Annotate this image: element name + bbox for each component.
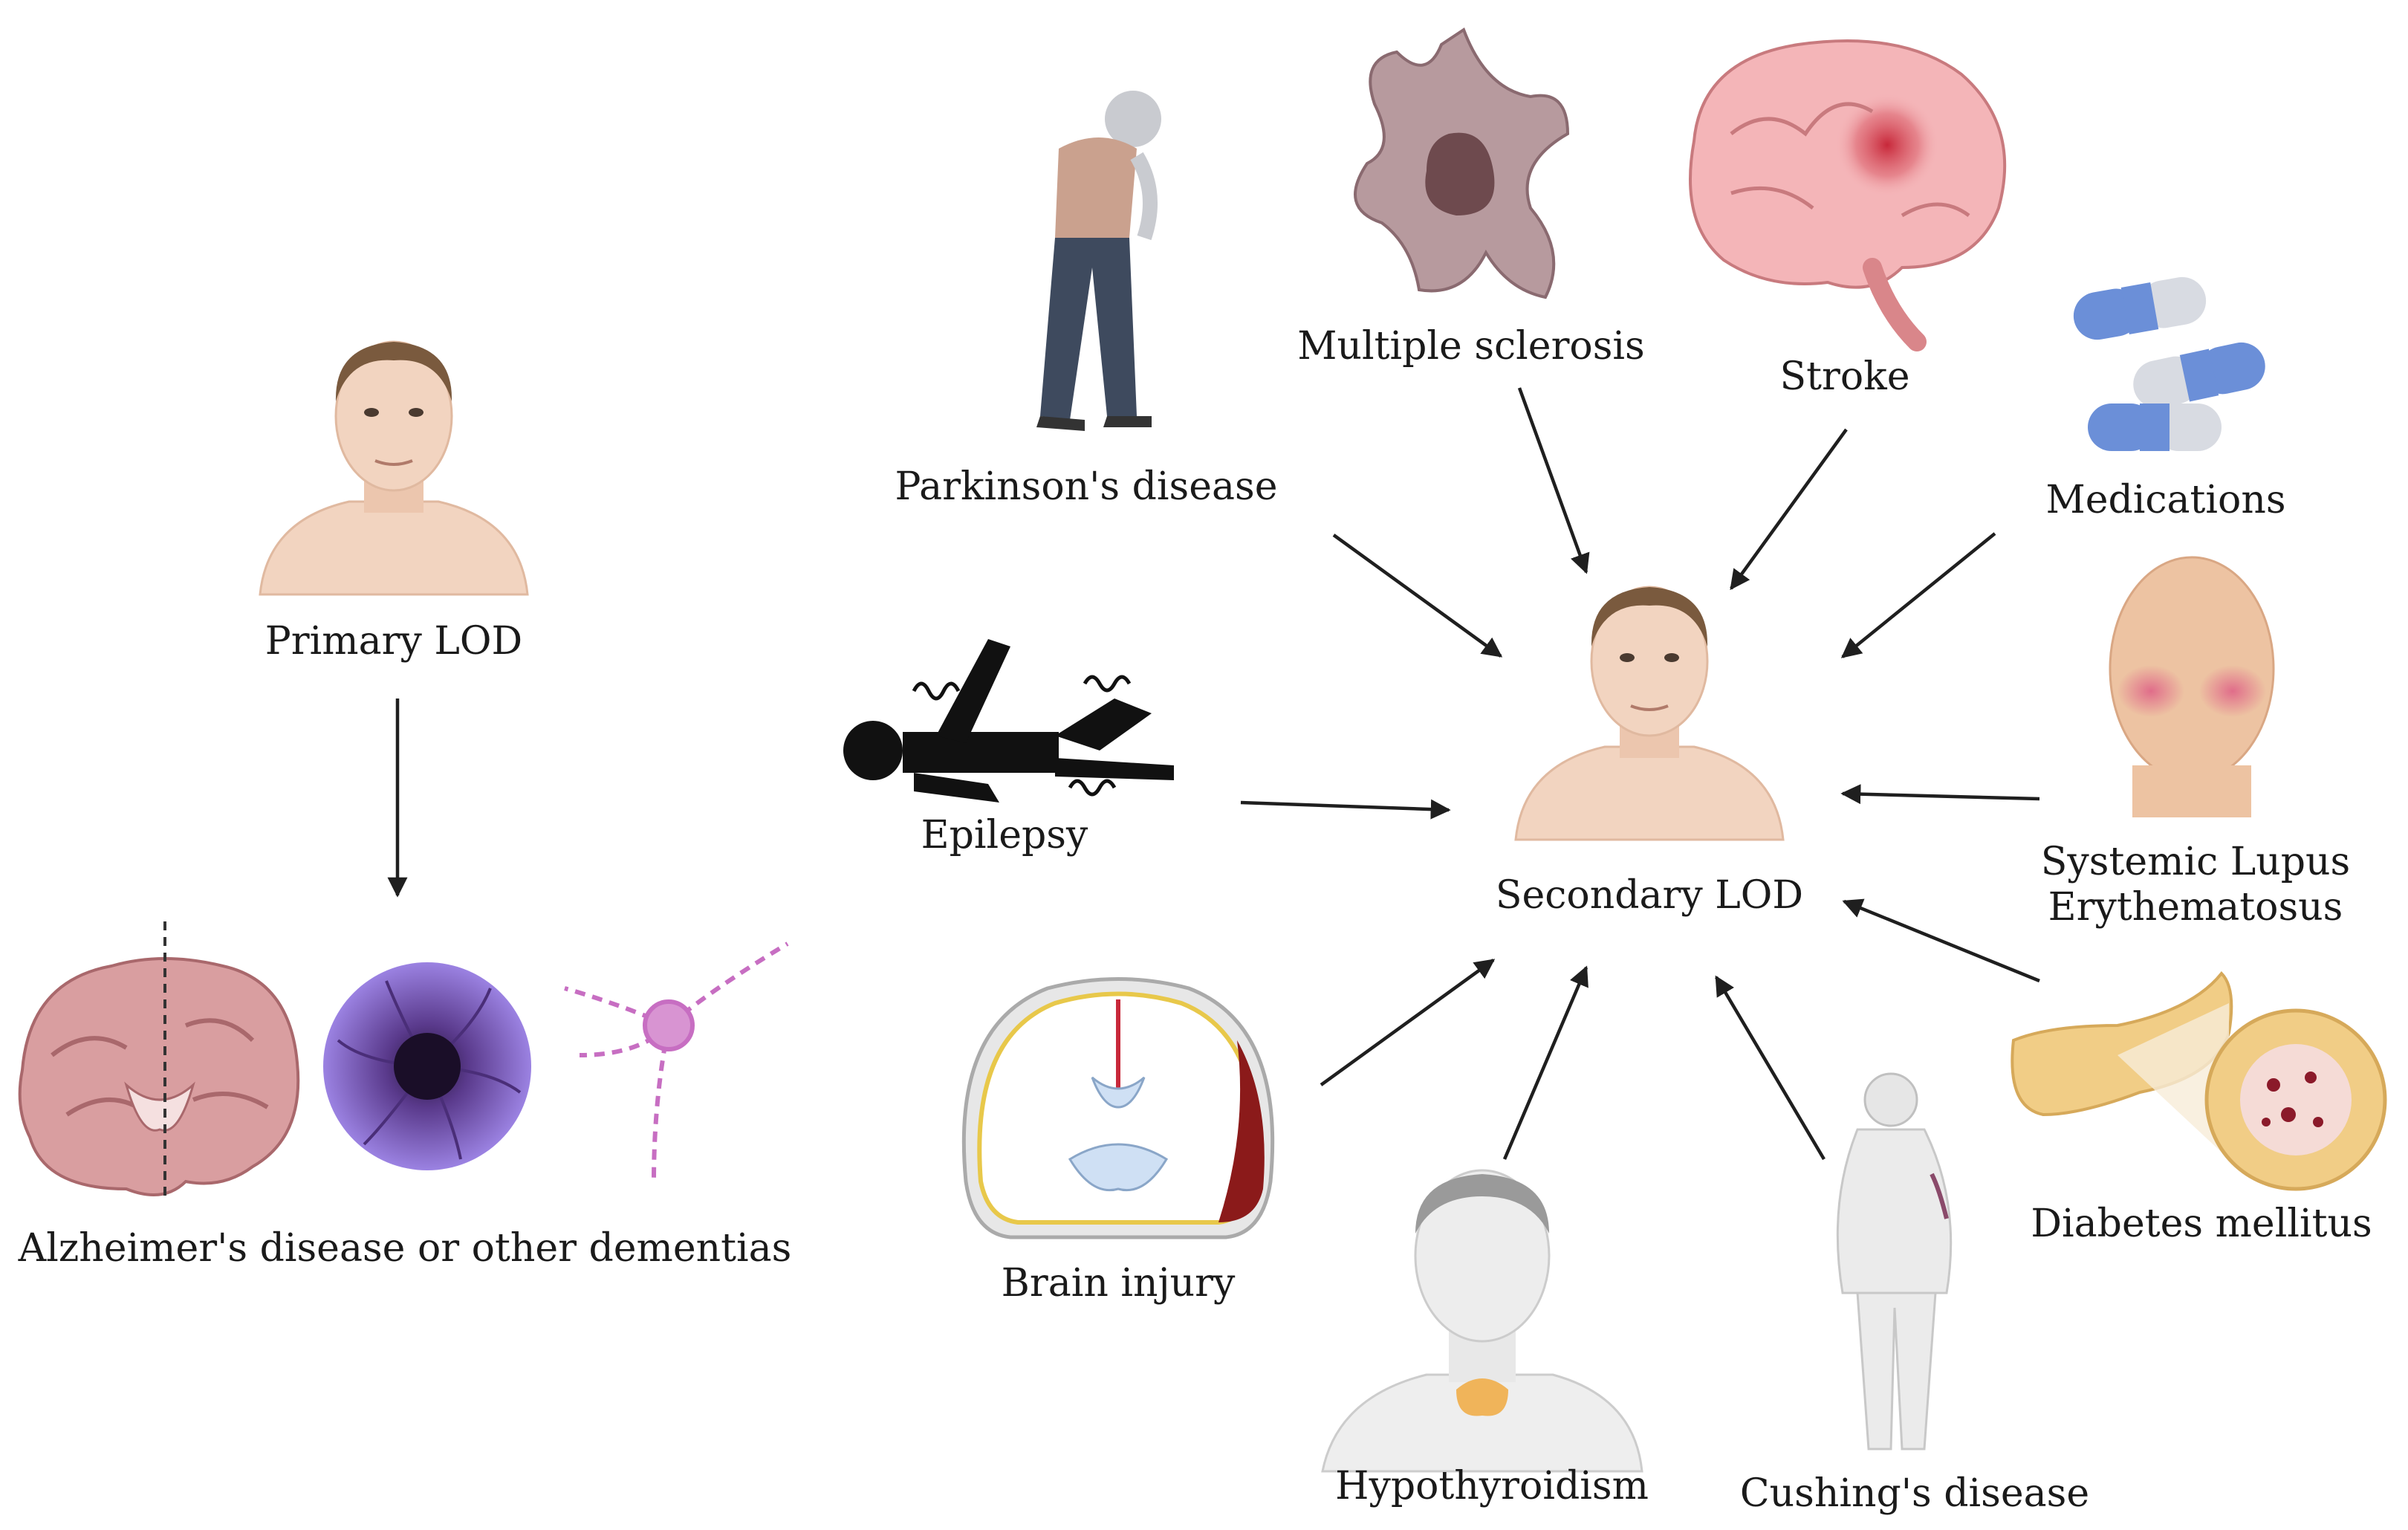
- epilepsy-label: Epilepsy: [921, 813, 1088, 858]
- arrow-lupus: [1840, 784, 2040, 805]
- medication-pills-icon: [2073, 276, 2265, 451]
- cushings-figure-icon: [1836, 1072, 1953, 1450]
- lupus-label: Systemic Lupus Erythematosus: [2041, 840, 2350, 931]
- amyloid-plaque-icon: [323, 962, 531, 1170]
- parkinsons-label: Parkinson's disease: [895, 464, 1278, 509]
- arrow-cushings: [1715, 975, 1826, 1161]
- hypothyroidism-figure-icon: [1321, 1169, 1643, 1473]
- multiple-sclerosis-label: Multiple sclerosis: [1297, 324, 1645, 369]
- hypothyroidism-label: Hypothyroidism: [1335, 1464, 1649, 1508]
- stroke-label: Stroke: [1779, 354, 1910, 399]
- diabetes-label: Diabetes mellitus: [2031, 1202, 2372, 1246]
- epilepsy-figure-icon: [843, 639, 1174, 803]
- secondary-patient-icon: [1514, 586, 1785, 841]
- brain-injury-section-icon: [961, 977, 1275, 1239]
- arrow-diabetes: [1842, 898, 2040, 983]
- pancreas-icon: [2011, 971, 2387, 1191]
- arrow-epilepsy: [1240, 799, 1451, 820]
- arrow-multiple-sclerosis: [1517, 387, 1590, 574]
- arrow-hypothyroidism: [1502, 965, 1588, 1160]
- parkinsons-figure-icon: [1036, 91, 1161, 431]
- ms-lesion-icon: [1354, 27, 1570, 299]
- primary-patient-icon: [259, 340, 529, 596]
- brain-injury-label: Brain injury: [1001, 1261, 1236, 1306]
- neuron-icon: [564, 941, 789, 1182]
- primary-lod-label: Primary LOD: [265, 619, 523, 664]
- lupus-label-line1: Systemic Lupus: [2040, 840, 2351, 884]
- lupus-label-line2: Erythematosus: [2048, 885, 2343, 930]
- lupus-head-icon: [2109, 556, 2275, 817]
- arrow-parkinsons: [1332, 534, 1503, 658]
- arrows: [387, 387, 2040, 1161]
- arrow-medications: [1840, 532, 1996, 658]
- arrow-stroke: [1730, 428, 1848, 591]
- secondary-lod-label: Secondary LOD: [1495, 873, 1804, 918]
- cushings-label: Cushing's disease: [1739, 1471, 2090, 1516]
- dementia-brain-section-icon: [18, 921, 300, 1196]
- stroke-brain-icon: [1689, 39, 2007, 351]
- medications-label: Medications: [2045, 478, 2286, 522]
- arrow-brain-injury: [1320, 959, 1496, 1086]
- dementia-outcome-label: Alzheimer's disease or other dementias: [18, 1226, 792, 1271]
